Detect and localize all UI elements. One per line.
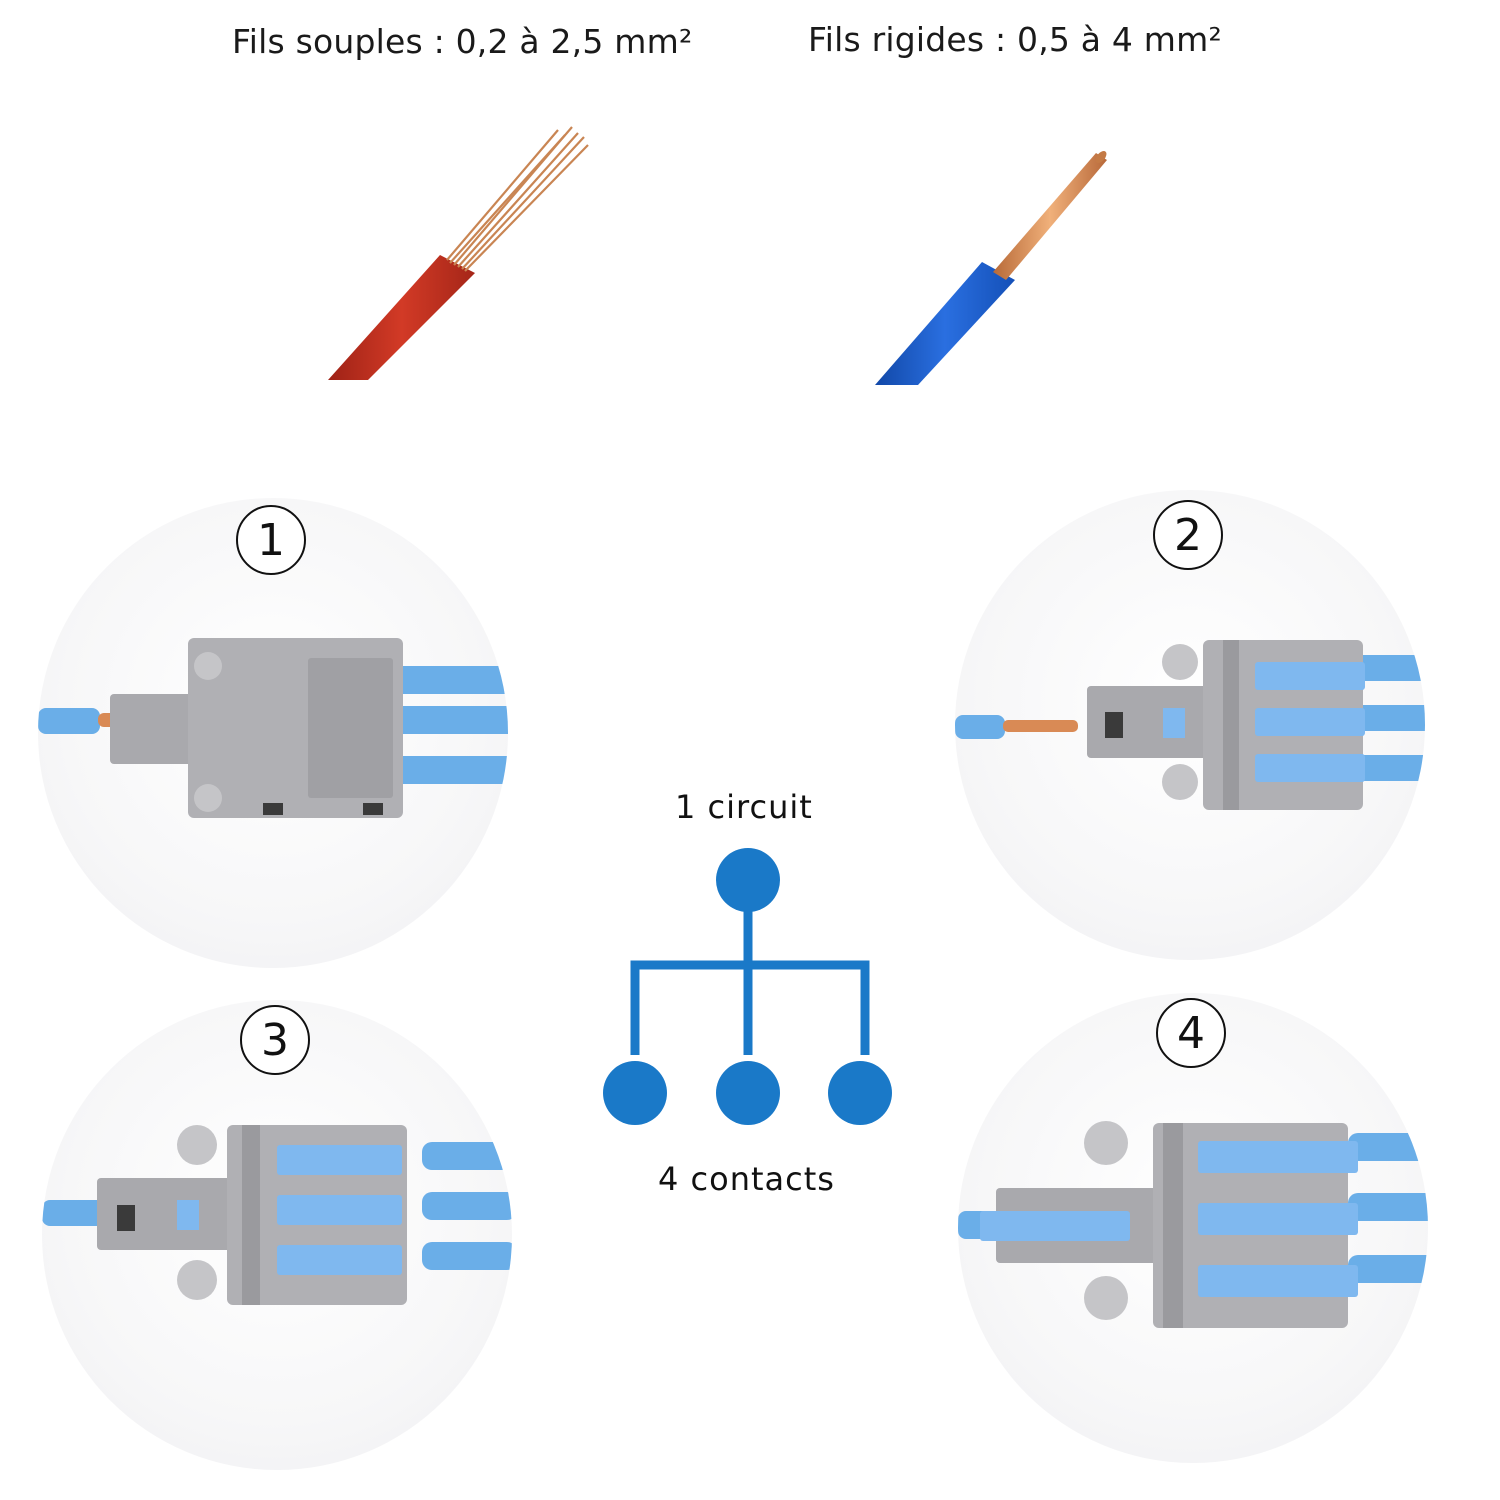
output-node-icon <box>603 1061 667 1125</box>
step-4-illustration <box>958 993 1428 1463</box>
step-number-3: 3 <box>240 1005 310 1075</box>
step-number-1: 1 <box>236 505 306 575</box>
contacts-count-label: 4 contacts <box>658 1160 835 1198</box>
circuit-tree-diagram <box>603 848 892 1125</box>
soft-wire-image <box>328 126 589 380</box>
output-node-icon <box>716 1061 780 1125</box>
input-node-icon <box>716 848 780 912</box>
step-1-illustration <box>38 498 508 968</box>
rigid-wire-image <box>875 151 1107 385</box>
circuit-count-label: 1 circuit <box>675 788 813 826</box>
output-node-icon <box>828 1061 892 1125</box>
soft-wire-label: Fils souples : 0,2 à 2,5 mm² <box>232 22 693 61</box>
step-3-illustration <box>42 1000 512 1470</box>
step-number-4: 4 <box>1156 998 1226 1068</box>
step-number-2: 2 <box>1153 500 1223 570</box>
rigid-wire-label: Fils rigides : 0,5 à 4 mm² <box>808 20 1222 59</box>
